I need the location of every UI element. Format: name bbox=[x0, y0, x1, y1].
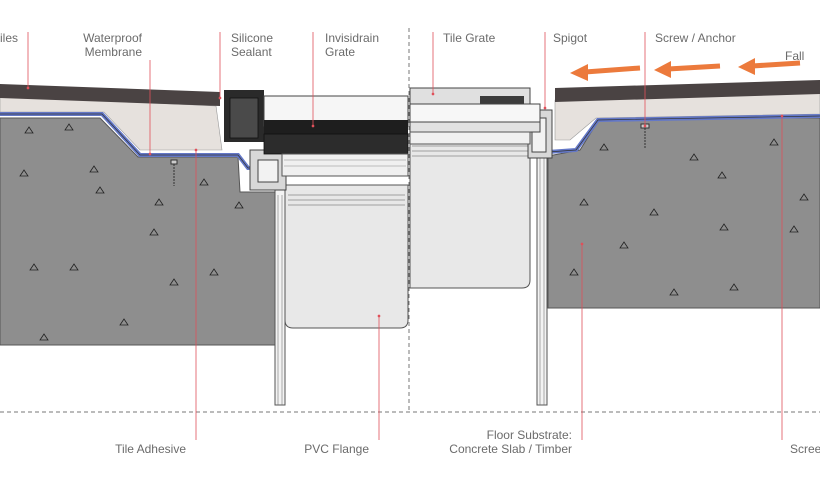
pvc-flange bbox=[284, 184, 409, 329]
label-screw-anchor: Screw / Anchor bbox=[655, 31, 736, 45]
label-waterproof-membrane: Waterproof Membrane bbox=[83, 31, 142, 59]
leader-lines bbox=[26, 32, 784, 440]
label-tile-grate: Tile Grate bbox=[443, 31, 496, 45]
label-fall: Fall bbox=[785, 49, 805, 63]
adhesive-right bbox=[554, 91, 820, 141]
concrete-slab-right bbox=[547, 117, 820, 309]
label-spigot: Spigot bbox=[553, 31, 588, 45]
tiles-right bbox=[555, 80, 820, 102]
label-tile-adhesive: Tile Adhesive bbox=[115, 442, 186, 456]
tiles-left bbox=[0, 84, 220, 106]
label-silicone-sealant: Silicone Sealant bbox=[231, 31, 274, 59]
adhesive-left bbox=[0, 95, 223, 151]
flange-collar-left bbox=[249, 149, 287, 191]
spigot-body bbox=[409, 139, 531, 289]
label-tiles: iles bbox=[0, 31, 19, 45]
label-screed: Scree bbox=[790, 442, 820, 456]
aggregate-marks bbox=[19, 123, 809, 341]
label-floor-substrate: Floor Substrate: Concrete Slab / Timber bbox=[449, 428, 572, 456]
invisidrain-grate bbox=[224, 90, 409, 177]
label-invisidrain-grate: Invisidrain Grate bbox=[325, 31, 380, 59]
fall-arrow-icon bbox=[570, 58, 801, 81]
tile-grate bbox=[409, 87, 541, 145]
label-pvc-flange: PVC Flange bbox=[304, 442, 369, 456]
concrete-slab-left bbox=[0, 117, 276, 346]
